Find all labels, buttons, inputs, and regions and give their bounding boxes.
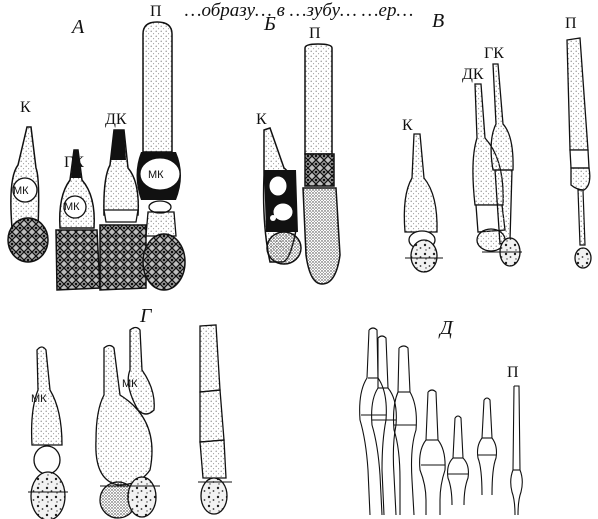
panel-label-b: Б — [263, 13, 276, 35]
label-mk-p-a-text: МК — [148, 169, 164, 181]
double-cone-g — [96, 328, 160, 519]
label-p-d: П — [507, 364, 519, 381]
label-dk-v: ДК — [462, 66, 484, 83]
label-mk-p-a: МК — [148, 169, 164, 181]
label-k-b: К — [256, 111, 267, 128]
label-mk-g-2: МК — [122, 378, 138, 390]
outline-cell-d-2 — [372, 336, 397, 515]
cone-cell-gk — [56, 150, 100, 290]
outline-cell-d-3 — [394, 346, 417, 515]
outline-cell-d-1 — [360, 328, 387, 515]
cone-cell-dk — [100, 130, 146, 290]
cone-cell-k-b — [264, 128, 301, 264]
rod-cell-p-v — [567, 38, 591, 268]
outline-cells-d — [360, 328, 523, 515]
panel-label-d: Д — [438, 317, 454, 339]
panel-a: А К МК ГК МК — [8, 3, 185, 290]
label-p-a: П — [150, 3, 162, 20]
cone-cell-g-1 — [28, 347, 68, 519]
panel-label-v: В — [432, 10, 444, 32]
cone-cell-k-v — [404, 134, 443, 272]
panel-v: В К ДК ГК — [402, 10, 591, 272]
outline-cell-d-4 — [420, 390, 446, 515]
label-p-b: П — [309, 25, 321, 42]
panel-b: Б К П — [256, 13, 340, 284]
label-gk-a: ГК — [64, 154, 84, 171]
outline-cell-d-7 — [511, 386, 523, 515]
label-mk-g-1: МК — [31, 393, 47, 405]
outline-cell-d-5 — [448, 416, 469, 505]
label-gk-v: ГК — [484, 45, 504, 62]
panel-label-a: А — [70, 16, 85, 38]
label-mk-gk-a: МК — [64, 201, 80, 213]
outline-cell-d-6 — [478, 398, 497, 495]
label-dk-a: ДК — [105, 111, 127, 128]
panel-g: Г МК МК — [28, 305, 232, 519]
label-k-a: К — [20, 99, 31, 116]
label-k-v: К — [402, 117, 413, 134]
panel-d: Д — [360, 317, 523, 515]
rod-cell-g — [198, 325, 232, 514]
panel-label-g: Г — [139, 305, 153, 327]
label-mk-k-a: МК — [13, 185, 29, 197]
double-cone-dk-gk-v — [473, 64, 522, 266]
rod-cell-p-b — [303, 44, 340, 284]
label-p-v: П — [565, 15, 577, 32]
